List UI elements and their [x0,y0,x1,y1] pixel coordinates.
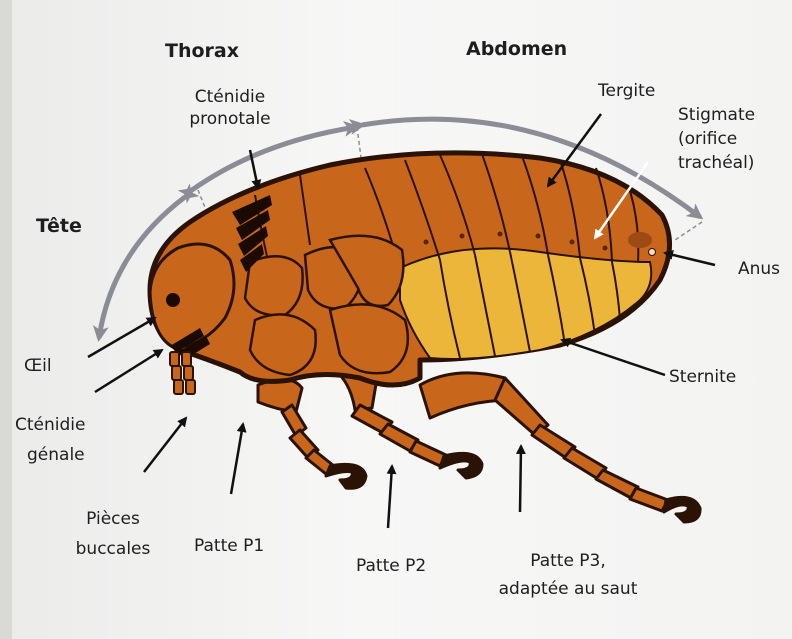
label-stigmate-2: (orifice [678,128,737,150]
label-pieces-buccales-1: Pièces [58,508,168,530]
label-sternite: Sternite [669,366,736,388]
eye [166,293,180,307]
label-tergite: Tergite [598,80,655,102]
label-thorax: Thorax [165,40,239,62]
label-tete: Tête [36,215,82,237]
label-ctenidie-pronotale-1: Cténidie [175,86,285,108]
label-oeil: Œil [24,355,52,377]
anal-plate [628,232,652,248]
arrow-patte-p2 [388,466,392,528]
label-anus: Anus [738,258,780,280]
flea-body [150,153,670,394]
label-ctenidie-genale-2: génale [27,444,85,466]
label-patte-p3-1: Patte P3, [478,550,658,572]
arrow-pieces-buccales [144,418,186,472]
label-abdomen: Abdomen [466,38,567,60]
leg-p3 [420,373,700,522]
label-ctenidie-genale-1: Cténidie [15,414,85,436]
label-patte-p3-2: adaptée au saut [478,578,658,600]
arrow-patte-p3 [520,446,521,512]
label-stigmate-1: Stigmate [678,104,755,126]
mouthparts [170,352,195,394]
label-patte-p1: Patte P1 [194,535,264,557]
label-patte-p2: Patte P2 [356,555,426,577]
arrow-patte-p1 [231,424,243,494]
divider-abdomen-end [675,222,702,240]
arrow-sternite [562,340,665,375]
arrow-anus [665,253,715,265]
arrow-ctenidie-genale [95,350,162,392]
leg-p1 [258,379,366,488]
label-ctenidie-pronotale-2: pronotale [175,108,285,130]
label-stigmate-3: trachéal) [678,152,754,174]
label-pieces-buccales-2: buccales [58,538,168,560]
